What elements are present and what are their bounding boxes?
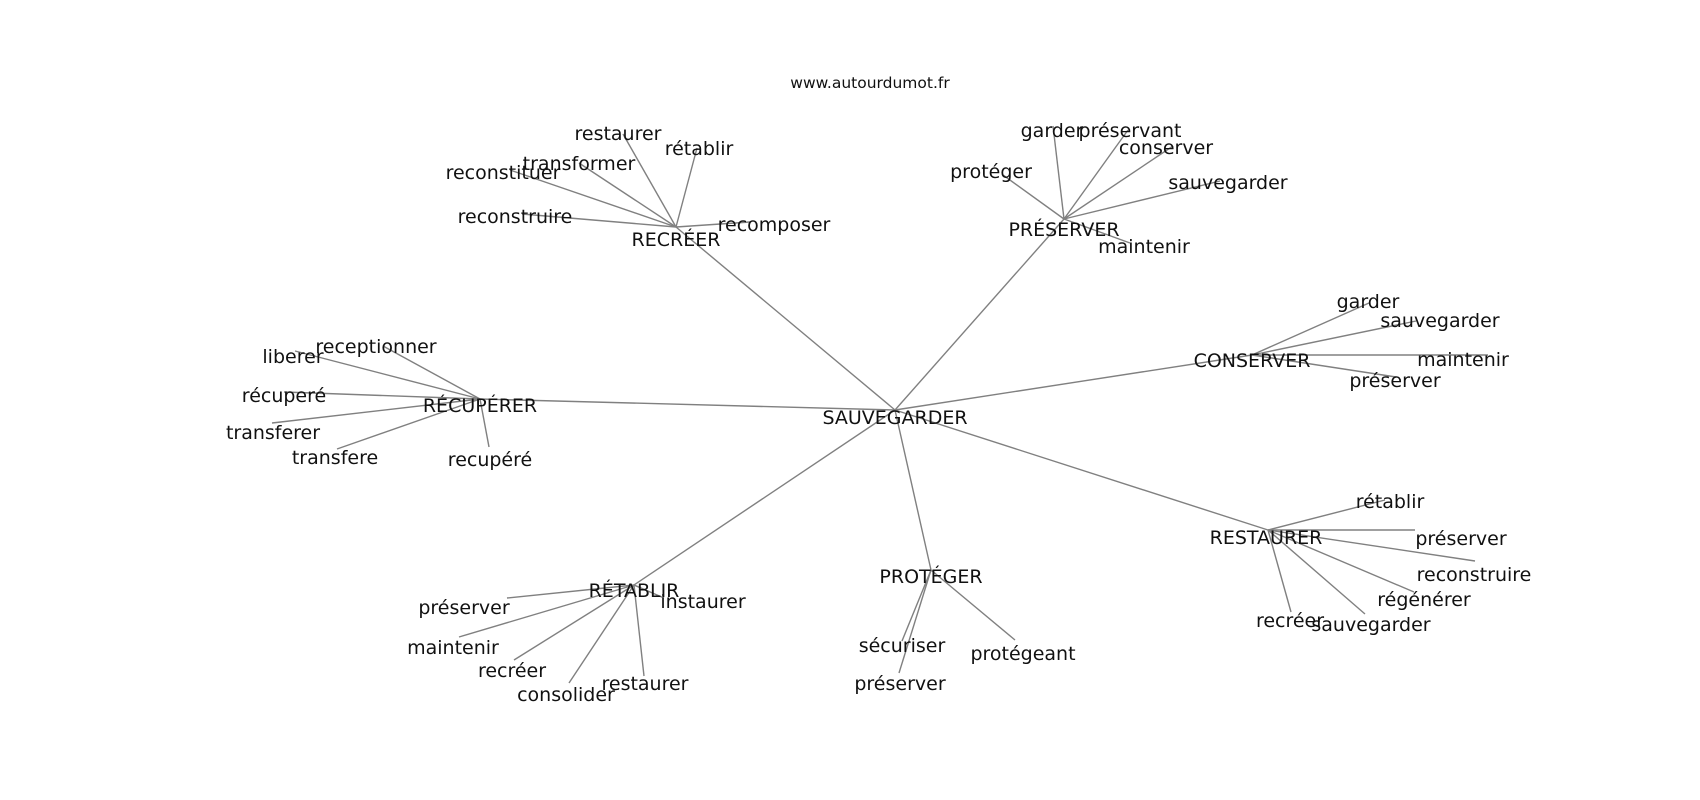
edge-recreer-leaf [521, 213, 677, 228]
edge-proteger-leaf [898, 569, 932, 674]
edge-recuperer-leaf [336, 398, 481, 450]
edge-preserver-leaf [1063, 129, 1129, 220]
edge-center-preserver [894, 218, 1065, 411]
edge-retablir-leaf [513, 584, 635, 661]
edge-restaurer-leaf [1267, 529, 1292, 613]
leaf-word[interactable]: préservant [1079, 120, 1182, 142]
leaf-word[interactable]: préserver [854, 673, 945, 695]
edge-recreer-leaf [509, 169, 677, 228]
edge-preserver-leaf [1063, 145, 1174, 220]
edge-proteger-leaf [901, 569, 932, 642]
leaf-word[interactable]: receptionner [315, 336, 436, 358]
leaf-word[interactable]: maintenir [407, 637, 499, 659]
leaf-word[interactable]: conserver [1119, 137, 1213, 159]
leaf-word[interactable]: transformer [523, 153, 636, 175]
edge-recreer-leaf [675, 147, 698, 228]
edge-retablir-leaf [506, 584, 635, 599]
leaf-word[interactable]: sauvegarder [1380, 310, 1499, 332]
leaf-word[interactable]: reconstruire [458, 206, 573, 228]
edge-center-recuperer [479, 398, 896, 411]
leaf-word[interactable]: préserver [1415, 528, 1506, 550]
leaf-word[interactable]: recupéré [448, 449, 532, 471]
edge-center-conserver [894, 354, 1253, 411]
leaf-word[interactable]: restaurer [574, 123, 661, 145]
edges [271, 125, 1488, 684]
leaf-word[interactable]: transfere [292, 447, 378, 469]
edge-retablir-leaf [568, 584, 635, 684]
group-word-conserver[interactable]: CONSERVER [1194, 350, 1311, 372]
edge-center-proteger [894, 409, 932, 571]
word-labels: SAUVEGARDERRECRÉERrestaurerrétablirtrans… [226, 120, 1531, 706]
group-word-preserver[interactable]: PRÉSERVER [1008, 218, 1119, 241]
leaf-word[interactable]: préserver [418, 597, 509, 619]
leaf-word[interactable]: reconstruire [1417, 564, 1532, 586]
leaf-word[interactable]: protéger [950, 161, 1032, 183]
center-word[interactable]: SAUVEGARDER [822, 407, 967, 429]
edge-preserver-leaf [1052, 125, 1065, 220]
leaf-word[interactable]: recréer [1256, 610, 1324, 632]
leaf-word[interactable]: sécuriser [859, 635, 946, 657]
edge-recuperer-leaf [294, 350, 481, 400]
edge-preserver-leaf [1002, 174, 1065, 220]
leaf-word[interactable]: recréer [478, 660, 546, 682]
edge-recreer-leaf [675, 221, 751, 228]
edge-recreer-leaf [578, 162, 677, 228]
leaf-word[interactable]: instaurer [660, 591, 745, 613]
edge-conserver-leaf [1251, 320, 1417, 356]
edge-conserver-leaf [1251, 302, 1370, 356]
edge-retablir-leaf [633, 584, 645, 677]
edge-preserver-leaf [1063, 218, 1131, 244]
edge-conserver-leaf [1251, 354, 1397, 378]
edge-recuperer-leaf [271, 398, 481, 424]
leaf-word[interactable]: recomposer [718, 214, 831, 236]
leaf-word[interactable]: récuperé [242, 385, 326, 407]
edge-recuperer-leaf [283, 391, 481, 400]
leaf-word[interactable]: maintenir [1098, 236, 1190, 258]
edge-recuperer-leaf [382, 345, 481, 400]
group-word-retablir[interactable]: RÉTABLIR [589, 579, 680, 602]
leaf-word[interactable]: consolider [517, 684, 615, 706]
edge-retablir-leaf [458, 584, 635, 638]
leaf-word[interactable]: garder [1021, 120, 1084, 142]
edge-restaurer-leaf [1267, 499, 1386, 531]
group-word-restaurer[interactable]: RESTAURER [1210, 527, 1323, 549]
edge-recreer-leaf [622, 133, 677, 228]
leaf-word[interactable]: préserver [1349, 370, 1440, 392]
edge-restaurer-leaf [1267, 529, 1415, 593]
edge-preserver-leaf [1063, 180, 1221, 220]
edge-restaurer-leaf [1267, 529, 1476, 562]
leaf-word[interactable]: transferer [226, 422, 320, 444]
edge-center-restaurer [894, 409, 1269, 531]
leaf-word[interactable]: restaurer [601, 673, 688, 695]
edge-recuperer-leaf [479, 398, 490, 448]
leaf-word[interactable]: régénérer [1377, 589, 1471, 611]
leaf-word[interactable]: liberer [262, 346, 323, 368]
edge-center-recreer [675, 226, 896, 411]
site-url: www.autourdumot.fr [790, 74, 950, 92]
leaf-word[interactable]: sauvegarder [1168, 172, 1287, 194]
group-word-proteger[interactable]: PROTÉGER [879, 565, 982, 588]
leaf-word[interactable]: sauvegarder [1311, 614, 1430, 636]
edge-retablir-leaf [633, 584, 665, 599]
leaf-word[interactable]: protégeant [970, 643, 1075, 665]
group-word-recuperer[interactable]: RÉCUPÉRER [423, 394, 537, 417]
leaf-word[interactable]: rétablir [665, 138, 734, 160]
leaf-word[interactable]: reconstituer [446, 162, 561, 184]
edge-restaurer-leaf [1267, 529, 1366, 615]
leaf-word[interactable]: rétablir [1356, 491, 1425, 513]
group-word-recreer[interactable]: RECRÉER [632, 228, 721, 251]
leaf-word[interactable]: garder [1337, 291, 1400, 313]
edge-center-retablir [633, 409, 896, 586]
leaf-word[interactable]: maintenir [1417, 349, 1509, 371]
edge-proteger-leaf [930, 569, 1016, 641]
